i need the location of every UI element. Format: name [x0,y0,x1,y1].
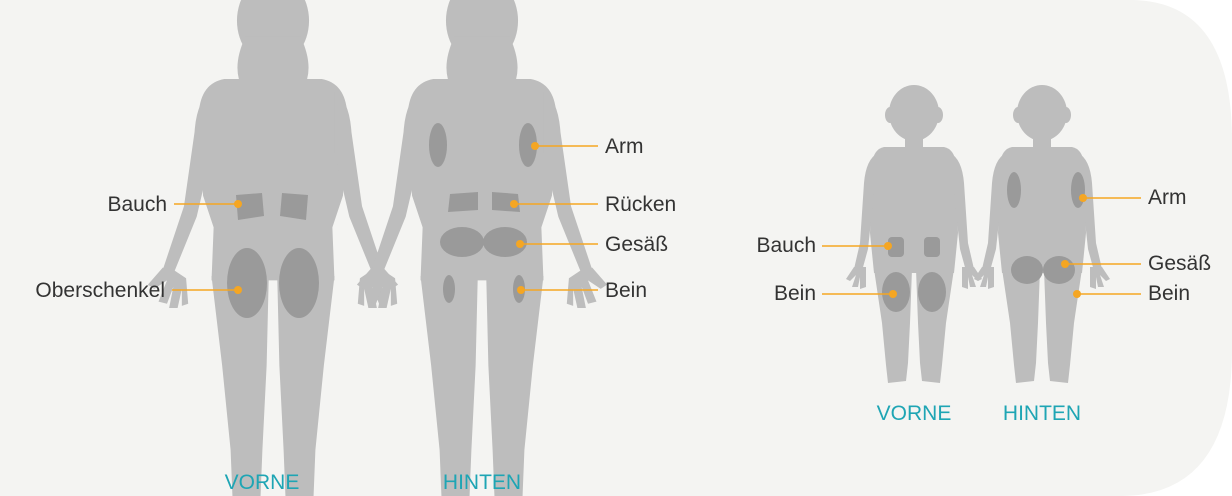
adult-front-thigh-zone-right [279,248,319,318]
adult-back-back-label: Rücken [605,193,676,216]
adult-front-thigh-zone-left [227,248,267,318]
child-front-abdomen-zone-right [924,237,940,257]
adult-back-leg-label: Bein [605,279,647,302]
adult-back-arm-label: Arm [605,135,644,158]
adult-front-abdomen-label: Bauch [107,193,167,216]
child-back-buttock-zone-right [1043,256,1075,284]
adult-front-abdomen-zone-right [280,193,308,220]
child-back-leg-label: Bein [1148,282,1190,305]
child-back-arm-zone-right [1071,172,1085,208]
child-front-caption: VORNE [877,402,952,425]
adult-back-lower-back-zone-left [448,192,478,212]
child-back-arm-label: Arm [1148,186,1187,209]
adult-front-caption: VORNE [225,471,300,494]
child-front-leg-label: Bein [774,282,816,305]
adult-back-buttock-label: Gesäß [605,233,668,256]
child-back-buttock-label: Gesäß [1148,252,1211,275]
adult-back-caption: HINTEN [443,471,521,494]
child-front-abdomen-label: Bauch [756,234,816,257]
adult-front-thigh-label: Oberschenkel [35,279,165,302]
child-back-arm-zone-left [1007,172,1021,208]
child-back-buttock-zone-left [1011,256,1043,284]
child-back-caption: HINTEN [1003,402,1081,425]
adult-back-leg-zone-left [443,275,455,303]
child-front-leg-zone-right [918,272,946,312]
adult-back-buttock-zone-left [440,227,484,257]
adult-back-arm-zone-left [429,123,447,167]
